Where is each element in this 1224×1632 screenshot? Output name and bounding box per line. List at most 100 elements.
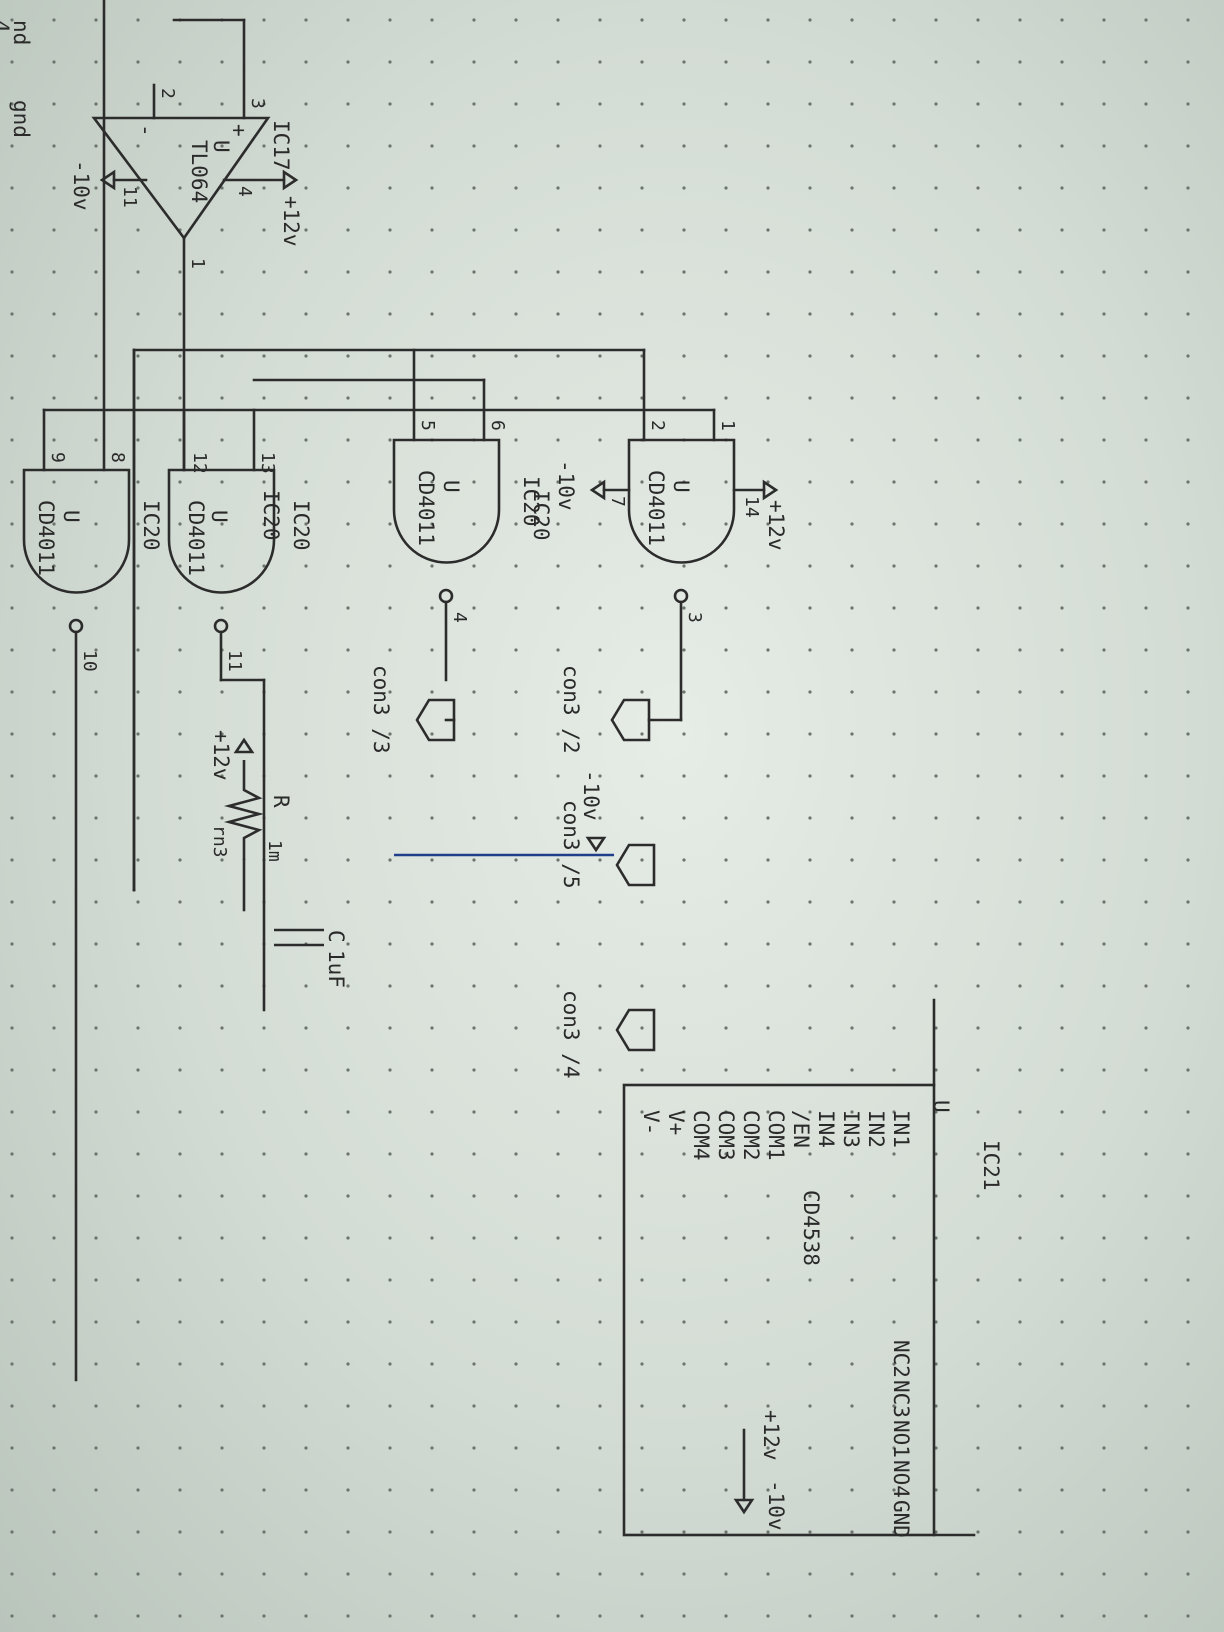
cd4538-pin-label-in1: IN1 [889, 1110, 913, 1148]
grid-dot [1018, 984, 1022, 988]
grid-dot [598, 1614, 602, 1618]
grid-dot [52, 396, 56, 400]
grid-dot [1018, 144, 1022, 148]
grid-dot [1018, 1068, 1022, 1072]
grid-dot [682, 102, 686, 106]
grid-dot [472, 1194, 476, 1198]
grid-dot [808, 1572, 812, 1576]
grid-dot [178, 102, 182, 106]
grid-dot [598, 270, 602, 274]
grid-dot [94, 1068, 98, 1072]
grid-dot [724, 984, 728, 988]
grid-dot [472, 186, 476, 190]
grid-dot [808, 774, 812, 778]
grid-dot [850, 396, 854, 400]
grid-dot [514, 1278, 518, 1282]
grid-dot [514, 60, 518, 64]
nand-d-part-label: CD4011 [644, 470, 668, 546]
grid-dot [850, 984, 854, 988]
grid-dot [472, 144, 476, 148]
grid-dot [1144, 774, 1148, 778]
grid-dot [136, 564, 140, 568]
grid-dot [1144, 1110, 1148, 1114]
grid-dot [346, 1572, 350, 1576]
grid-dot [10, 228, 14, 232]
grid-dot [682, 144, 686, 148]
grid-dot [892, 1278, 896, 1282]
grid-dot [262, 1278, 266, 1282]
connector-con3-3[interactable]: con3 /3 [369, 665, 456, 754]
grid-dot [640, 1446, 644, 1450]
grid-dot [1144, 1362, 1148, 1366]
grid-dot [1018, 1026, 1022, 1030]
grid-dot [1186, 1530, 1190, 1534]
grid-dot [178, 1614, 182, 1618]
grid-dot [220, 1278, 224, 1282]
grid-dot [388, 1278, 392, 1282]
grid-dot [52, 228, 56, 232]
grid-dot [136, 1530, 140, 1534]
opamp-minus-sign: - [134, 124, 158, 137]
grid-dot [1018, 1362, 1022, 1366]
grid-dot [220, 396, 224, 400]
grid-dot [976, 1572, 980, 1576]
grid-dot [1102, 984, 1106, 988]
grid-dot [514, 1152, 518, 1156]
grid-dot [388, 1320, 392, 1324]
grid-dot [10, 1110, 14, 1114]
grid-dot [136, 942, 140, 946]
grid-dot [136, 900, 140, 904]
grid-dot [514, 984, 518, 988]
connector-con3-5[interactable]: con3 /5 [559, 800, 656, 889]
grid-dot [94, 18, 98, 22]
grid-dot [220, 1236, 224, 1240]
grid-dot [1102, 228, 1106, 232]
grid-dot [682, 1530, 686, 1534]
connector-con3-4[interactable]: con3 /4 [559, 990, 656, 1079]
grid-dot [724, 60, 728, 64]
grid-dot [598, 144, 602, 148]
grid-dot [1186, 1236, 1190, 1240]
grid-dot [1102, 1320, 1106, 1324]
grid-dot [136, 102, 140, 106]
grid-dot [556, 1446, 560, 1450]
grid-dot [934, 396, 938, 400]
grid-dot [808, 228, 812, 232]
grid-dot [262, 1026, 266, 1030]
grid-dot [1060, 1362, 1064, 1366]
grid-dot [94, 816, 98, 820]
grid-dot [10, 1152, 14, 1156]
grid-dot [892, 606, 896, 610]
grid-dot [808, 1446, 812, 1450]
grid-dot [766, 1278, 770, 1282]
grid-dot [10, 396, 14, 400]
grid-dot [514, 312, 518, 316]
grid-dot [556, 1404, 560, 1408]
grid-dot [346, 1026, 350, 1030]
grid-dot [10, 648, 14, 652]
grid-dot [304, 984, 308, 988]
grid-dot [1060, 1320, 1064, 1324]
grid-dot [430, 60, 434, 64]
connector-con3-2[interactable]: con3 /2 [559, 665, 651, 754]
grid-dot [220, 102, 224, 106]
grid-dot [52, 1236, 56, 1240]
grid-dot [1144, 1614, 1148, 1618]
opamp-ref-u: U [209, 140, 233, 153]
grid-dot [850, 564, 854, 568]
grid-dot [1060, 312, 1064, 316]
grid-dot [1186, 1446, 1190, 1450]
grid-dot [766, 1530, 770, 1534]
grid-dot [178, 270, 182, 274]
grid-dot [556, 1194, 560, 1198]
cd4538-pin-label-v: V+ [664, 1110, 688, 1135]
cd4538-ref-u: U [929, 1100, 953, 1113]
grid-dot [94, 1026, 98, 1030]
grid-dot [934, 774, 938, 778]
grid-dot [850, 774, 854, 778]
grid-dot [430, 1572, 434, 1576]
grid-dot [724, 1026, 728, 1030]
grid-dot [892, 1362, 896, 1366]
grid-dot [10, 1614, 14, 1618]
